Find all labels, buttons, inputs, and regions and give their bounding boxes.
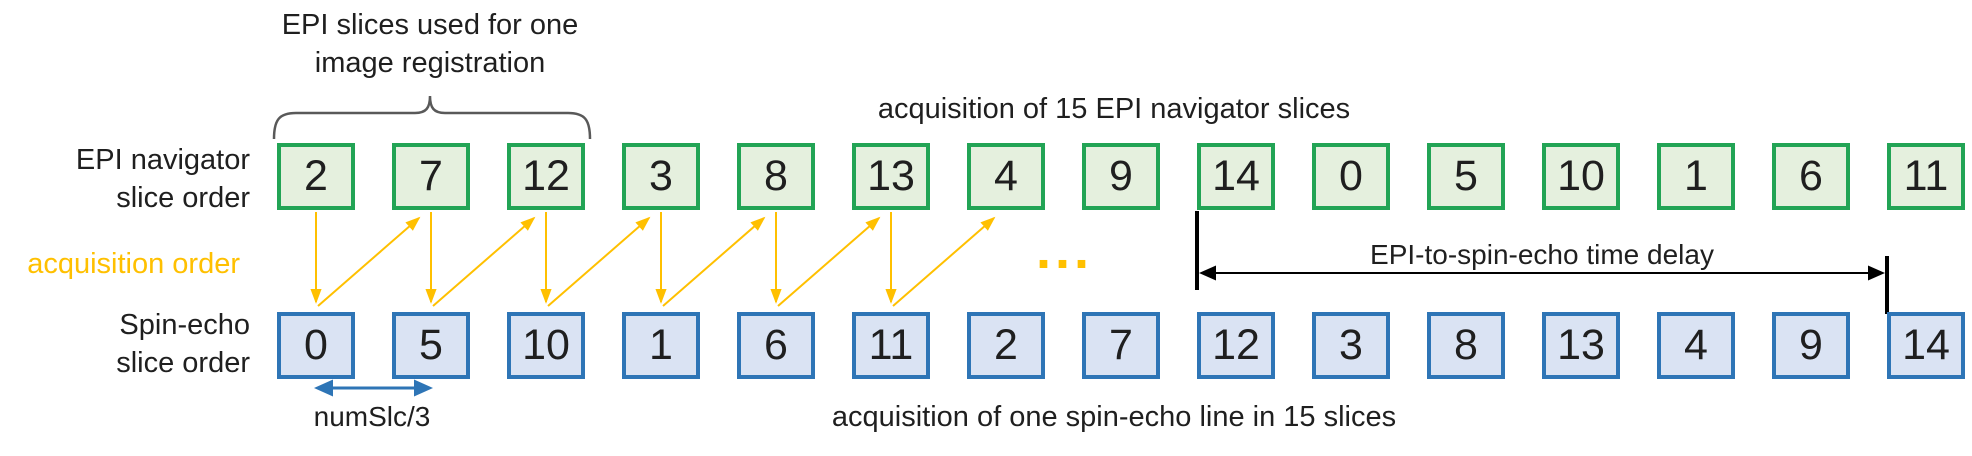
spin-slice-box: 8 [1427, 312, 1505, 379]
epi-slice-box: 6 [1772, 143, 1850, 210]
spin-row-label-line2: slice order [116, 347, 250, 379]
epi-slice-box: 12 [507, 143, 585, 210]
epi-slice-box: 14 [1197, 143, 1275, 210]
epi-slice-box: 7 [392, 143, 470, 210]
spin-slice-box: 14 [1887, 312, 1965, 379]
registration-brace [272, 95, 592, 140]
spin-slice-box: 2 [967, 312, 1045, 379]
acquisition-up-arrow [662, 216, 766, 307]
ellipsis-dots: ... [1036, 220, 1094, 280]
epi-row-label: EPI navigator slice order [0, 141, 250, 217]
spin-row-label: Spin-echo slice order [0, 306, 250, 382]
epi-slice-box: 4 [967, 143, 1045, 210]
spin-slice-box: 11 [852, 312, 930, 379]
epi-row-label-line2: slice order [116, 182, 250, 214]
epi-slice-box: 11 [1887, 143, 1965, 210]
spin-slice-box: 1 [622, 312, 700, 379]
acquisition-order-label: acquisition order [27, 248, 240, 280]
epi-slice-box: 13 [852, 143, 930, 210]
epi-slice-box: 2 [277, 143, 355, 210]
acquisition-up-arrow [432, 216, 536, 307]
numslc-arrow [314, 379, 433, 397]
numslc-label: numSlc/3 [313, 401, 431, 432]
spin-slice-box: 13 [1542, 312, 1620, 379]
epi-slice-box: 5 [1427, 143, 1505, 210]
epi-slice-box: 10 [1542, 143, 1620, 210]
spin-slice-box: 4 [1657, 312, 1735, 379]
registration-brace-label-line1: EPI slices used for one [281, 9, 579, 41]
epi-row-label-line1: EPI navigator [75, 144, 250, 176]
acquisition-up-arrow [317, 216, 421, 307]
registration-brace-label-line2: image registration [314, 47, 546, 79]
spin-caption: acquisition of one spin-echo line in 15 … [831, 401, 1397, 433]
epi-caption: acquisition of 15 EPI navigator slices [877, 93, 1351, 125]
spin-slice-box: 6 [737, 312, 815, 379]
acquisition-up-arrow [547, 216, 651, 307]
epi-slice-box: 3 [622, 143, 700, 210]
epi-slice-box: 0 [1312, 143, 1390, 210]
spin-slice-box: 10 [507, 312, 585, 379]
spin-slice-box: 12 [1197, 312, 1275, 379]
time-delay-label: EPI-to-spin-echo time delay [1370, 239, 1714, 270]
spin-slice-box: 3 [1312, 312, 1390, 379]
spin-slice-box: 9 [1772, 312, 1850, 379]
epi-slice-box: 8 [737, 143, 815, 210]
spin-slice-box: 0 [277, 312, 355, 379]
acquisition-arrows [310, 212, 996, 307]
acquisition-up-arrow [777, 216, 881, 307]
spin-slice-box: 5 [392, 312, 470, 379]
spin-slice-box: 7 [1082, 312, 1160, 379]
spin-row-label-line1: Spin-echo [119, 309, 250, 341]
epi-slice-box: 1 [1657, 143, 1735, 210]
epi-slice-row: 2 7 12 3 8 13 4 9 14 0 5 10 1 6 11 [277, 143, 1965, 210]
acquisition-up-arrow [892, 216, 996, 307]
registration-brace-label: EPI slices used for one image registrati… [180, 6, 680, 82]
spin-slice-row: 0 5 10 1 6 11 2 7 12 3 8 13 4 9 14 [277, 312, 1965, 379]
epi-slice-box: 9 [1082, 143, 1160, 210]
